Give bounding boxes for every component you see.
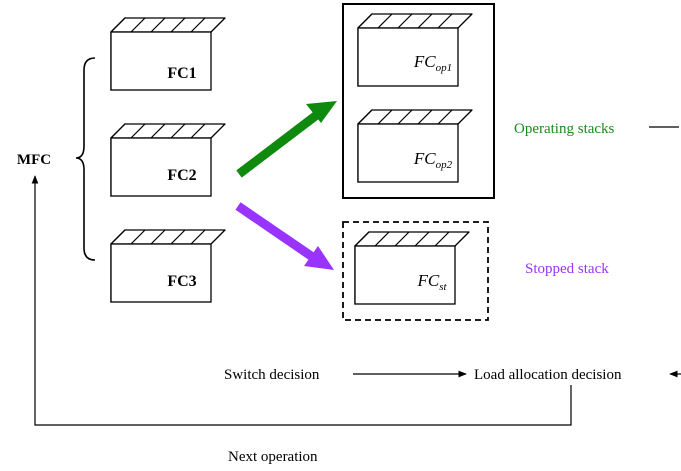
- fuel-cell-stack-icon: [110, 123, 226, 197]
- stack-fc2: FC2: [110, 123, 226, 197]
- stack-fc3: FC3: [110, 229, 226, 303]
- fuel-cell-stack-icon: [357, 109, 473, 183]
- stack-fc1: FC1: [110, 17, 226, 91]
- operating-stacks-box: [342, 3, 495, 199]
- stack-label-st: FCst: [416, 271, 447, 293]
- stopped-arrow: [235, 202, 334, 270]
- operating-arrow: [236, 101, 337, 178]
- stopped-stack-label: Stopped stack: [525, 261, 609, 277]
- stack-label-fc2: FC2: [167, 167, 196, 184]
- stack-label-fc3: FC3: [167, 273, 196, 290]
- stack-label-op1: FCop1: [413, 52, 452, 74]
- fuel-cell-stack-icon: [110, 229, 226, 303]
- fuel-cell-stack-icon: [354, 231, 470, 305]
- mfc-brace: [75, 57, 96, 261]
- next-operation-label: Next operation: [228, 449, 318, 465]
- fuel-cell-stack-icon: [110, 17, 226, 91]
- stack-label-fc1: FC1: [167, 65, 196, 82]
- fuel-cell-stack-icon: [357, 13, 473, 87]
- mfc-label: MFC: [17, 152, 51, 168]
- next-operation-feedback-arrow: [31, 175, 572, 426]
- stack-st: FCst: [354, 231, 470, 305]
- switch-decision-label: Switch decision: [224, 367, 320, 383]
- stack-label-op2: FCop2: [413, 149, 453, 171]
- stopped-stack-box: [342, 221, 489, 321]
- operating-stacks-label: Operating stacks: [514, 121, 615, 137]
- load-allocation-label: Load allocation decision: [474, 367, 622, 383]
- stack-op1: FCop1: [357, 13, 473, 87]
- stack-op2: FCop2: [357, 109, 473, 183]
